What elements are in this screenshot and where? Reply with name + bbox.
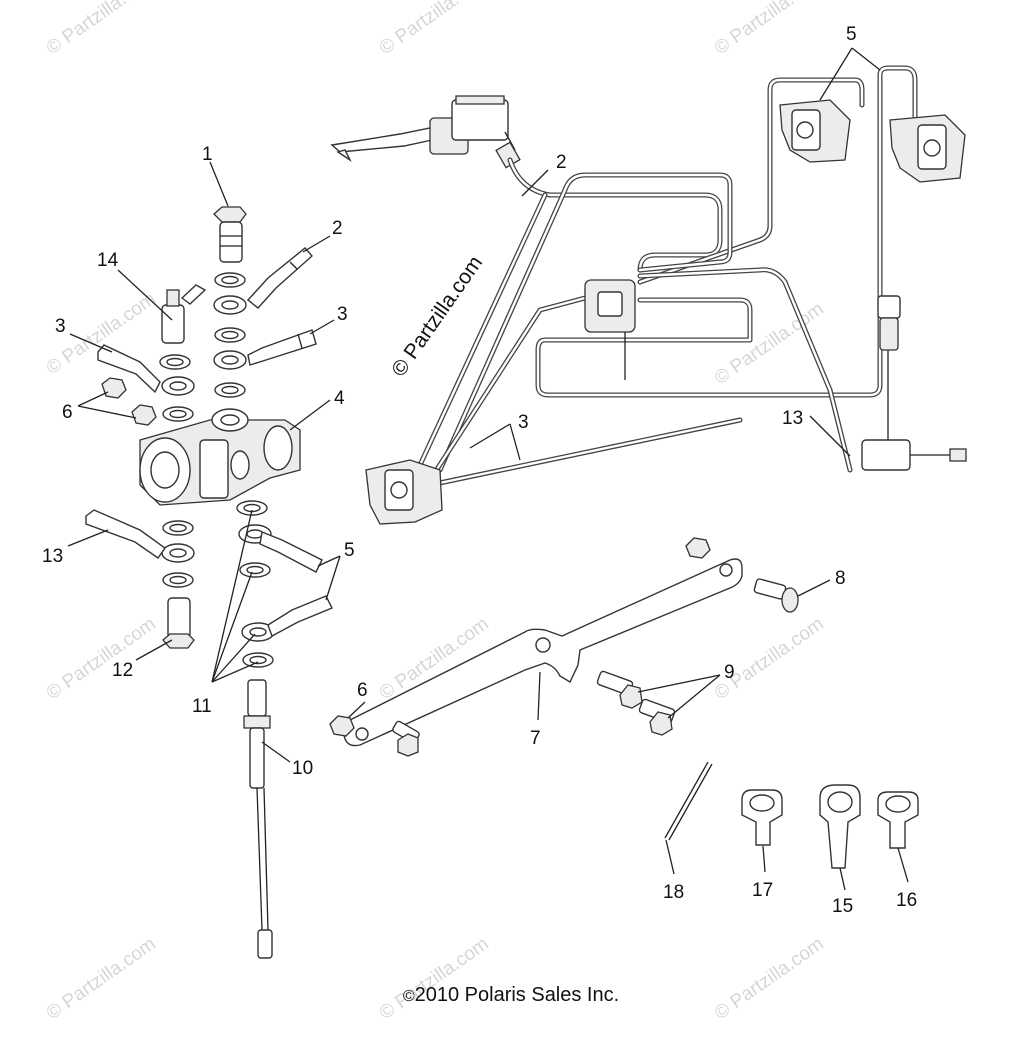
clip-15 [819,784,861,869]
callout-18: 18 [663,882,684,903]
callout-13: 13 [42,546,63,567]
callout-1: 1 [202,144,213,165]
callout-3: 3 [337,304,348,325]
watermark: © Partzilla.com [43,0,160,59]
hose-fitting-right [247,329,317,366]
callout-8: 8 [835,568,846,589]
nut-6-bottom [329,715,355,737]
callout-2: 2 [332,218,343,239]
callout-14: 14 [97,250,119,271]
callout-16: 16 [896,890,917,911]
callout-5: 5 [846,24,857,45]
cable-tie-18 [664,761,713,841]
watermark: © Partzilla.com [43,613,160,704]
callout-9: 9 [724,662,735,683]
callout-17: 17 [752,880,773,901]
callout-10: 10 [292,758,313,779]
callout-15: 15 [832,896,853,917]
callout-6: 6 [62,402,73,423]
bleeder-valve [161,284,207,344]
banjo-bolt-bottom [162,597,195,649]
bolt-9-lower [638,698,676,736]
callout-6: 6 [357,680,368,701]
proportioning-valve [584,279,636,380]
copyright-line: ©2010 Polaris Sales Inc. [0,984,1022,1007]
watermark: © Partzilla.com [711,0,828,59]
distribution-block [139,408,301,506]
brand-watermark: © Partzilla.com [387,252,487,381]
callout-5: 5 [344,540,355,561]
watermark: © Partzilla.com [376,0,493,59]
hose-fitting-13 [85,509,166,559]
foot-master-cylinder [861,295,967,471]
copyright-text: 2010 Polaris Sales Inc. [414,984,620,1006]
watermark: © Partzilla.com [711,933,828,1024]
callout-numbers: 1 2 14 3 3 4 6 13 5 12 11 10 2 3 5 13 6 … [42,24,917,917]
callout-7: 7 [530,728,541,749]
watermark: © Partzilla.com [376,933,493,1024]
brake-hose-10 [243,679,273,959]
callout-11: 11 [192,696,212,717]
callout-3: 3 [518,412,529,433]
clip-17 [741,789,783,846]
brake-lines [417,65,918,488]
handlebar-master-cylinder [330,95,521,169]
callout-12: 12 [112,660,133,681]
banjo-bolt-top [213,206,247,263]
copyright-symbol: © [402,988,415,1005]
hose-fitting-5-upper [259,531,323,573]
lower-washers [161,500,275,668]
caliper-rear [365,459,443,525]
washer-stack [213,272,247,398]
clip-16 [877,791,919,849]
callout-4: 4 [334,388,345,409]
hose-fitting-5-lower [267,595,333,638]
nut-top [685,537,711,559]
watermark: © Partzilla.com [711,613,828,704]
dust-caps [101,377,157,426]
caliper-front-right [889,114,966,183]
bolt-bottom [392,720,420,757]
caliper-front-left [779,99,851,163]
left-assembly [85,206,333,959]
callout-13: 13 [782,408,803,429]
leader-lines [67,47,909,891]
bolt-9-upper [596,670,643,709]
bolt-8 [753,578,799,613]
mounting-bracket [343,558,743,747]
watermark: © Partzilla.com [43,933,160,1024]
callout-2: 2 [556,152,567,173]
callout-3: 3 [55,316,66,337]
hose-fitting-upper [246,247,313,309]
hose-fitting-left [97,344,195,422]
